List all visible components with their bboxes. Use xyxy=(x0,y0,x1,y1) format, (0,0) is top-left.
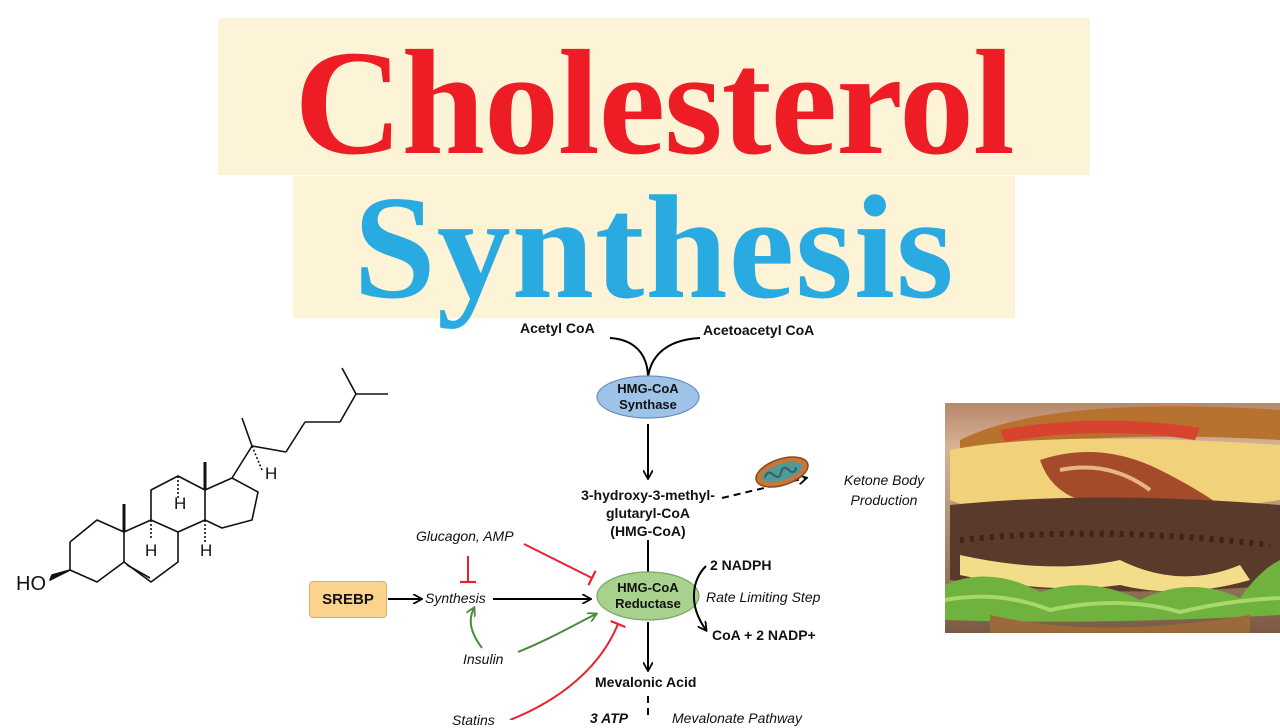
acetyl-coa-connector xyxy=(609,337,649,379)
hmg-coa-reductase-node xyxy=(596,571,700,621)
title-line1-box: Cholesterol xyxy=(218,18,1090,186)
mitochondrion-icon xyxy=(755,456,809,488)
ho-label: HO xyxy=(16,573,46,595)
statins-inhibit-arrow xyxy=(509,619,626,720)
insulin-label: Insulin xyxy=(463,651,504,667)
mevalonic-acid-label: Mevalonic Acid xyxy=(595,674,697,690)
synthesis-label: Synthesis xyxy=(425,590,486,606)
insulin-synthesis-arrow xyxy=(471,608,483,649)
h-label-3: H xyxy=(200,541,213,560)
title-line2: Synthesis xyxy=(353,166,955,330)
mevalonate-pathway-label: Mevalonate Pathway xyxy=(672,710,802,726)
acetoacetyl-coa-connector xyxy=(647,337,701,379)
glucagon-inhibit-arrow xyxy=(523,543,597,586)
title-line2-box: Synthesis xyxy=(293,174,1015,322)
burger-image xyxy=(944,403,1280,633)
hmg-coa-label: 3-hydroxy-3-methyl- glutaryl-CoA (HMG-Co… xyxy=(581,487,715,539)
nadph-curved-arrow xyxy=(692,565,706,630)
rate-limiting-label: Rate Limiting Step xyxy=(706,589,821,605)
acetyl-coa-label: Acetyl CoA xyxy=(520,320,595,336)
insulin-reductase-arrow xyxy=(517,614,596,653)
statins-label: Statins xyxy=(452,712,495,728)
srebp-node: SREBP xyxy=(309,581,387,618)
coa-nadp-label: CoA + 2 NADP+ xyxy=(712,627,816,643)
cholesterol-structure-icon xyxy=(49,367,388,583)
h-label-1: H xyxy=(145,541,158,560)
hmg-coa-synthase-node xyxy=(596,375,700,419)
h-label-2: H xyxy=(174,494,187,513)
ketone-dashed-arrow xyxy=(721,478,806,499)
acetoacetyl-coa-label: Acetoacetyl CoA xyxy=(703,322,815,338)
atp-label: 3 ATP xyxy=(590,710,629,726)
hmg-coa-reductase-label: HMG-CoA Reductase xyxy=(615,580,681,611)
h-label-4: H xyxy=(265,464,278,483)
nadph-label: 2 NADPH xyxy=(710,557,772,573)
title-line1: Cholesterol xyxy=(294,20,1014,186)
hmg-coa-synthase-label: HMG-CoA Synthase xyxy=(617,381,679,412)
ketone-body-label: Ketone Body Production xyxy=(843,472,925,508)
glucagon-amp-label: Glucagon, AMP xyxy=(416,528,514,544)
